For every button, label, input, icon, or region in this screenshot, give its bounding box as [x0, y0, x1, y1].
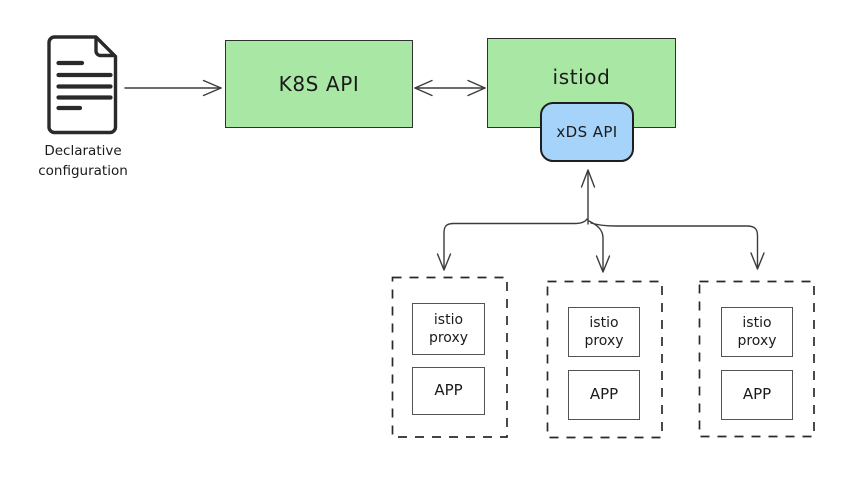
pod-2-app-label: APP: [589, 385, 619, 404]
arrow-branch-pod-3: [590, 222, 765, 270]
pod-boundary-1: [391, 276, 508, 438]
pod-boundary-3: [698, 280, 815, 438]
node-k8s-api-label: K8S API: [278, 72, 360, 96]
document-icon: [47, 35, 118, 135]
pod-1-istio-proxy-label: istio proxy: [428, 311, 469, 346]
arrow-k8s-istiod-bidirectional: [414, 79, 486, 97]
pod-3: istio proxy APP: [699, 281, 814, 437]
pod-3-app-label: APP: [742, 385, 772, 404]
node-k8s-api: K8S API: [225, 40, 413, 128]
node-istiod: istiod: [487, 38, 676, 128]
pod-1: istio proxy APP: [392, 277, 507, 437]
pod-3-istio-proxy-box: istio proxy: [721, 307, 793, 357]
arrow-xds-up: [580, 169, 596, 225]
arrow-branch-pod-2: [588, 220, 611, 273]
node-xds-api-label: xDS API: [556, 123, 618, 141]
pod-boundary-2: [546, 280, 663, 439]
document-caption: Declarative configuration: [38, 143, 128, 180]
arrow-branch-pod-1: [436, 218, 588, 271]
pod-2-istio-proxy-box: istio proxy: [568, 307, 640, 357]
pod-1-app-box: APP: [412, 367, 485, 415]
pod-2-app-box: APP: [568, 370, 640, 420]
pod-2-istio-proxy-label: istio proxy: [584, 314, 624, 349]
node-istiod-label: istiod: [552, 65, 611, 89]
pod-2: istio proxy APP: [547, 281, 662, 438]
arrow-doc-to-k8s: [124, 79, 222, 97]
pod-3-app-box: APP: [721, 370, 793, 420]
pod-1-app-label: APP: [434, 381, 463, 400]
pod-1-istio-proxy-box: istio proxy: [412, 303, 485, 355]
node-xds-api: xDS API: [540, 102, 634, 162]
pod-3-istio-proxy-label: istio proxy: [737, 314, 777, 349]
